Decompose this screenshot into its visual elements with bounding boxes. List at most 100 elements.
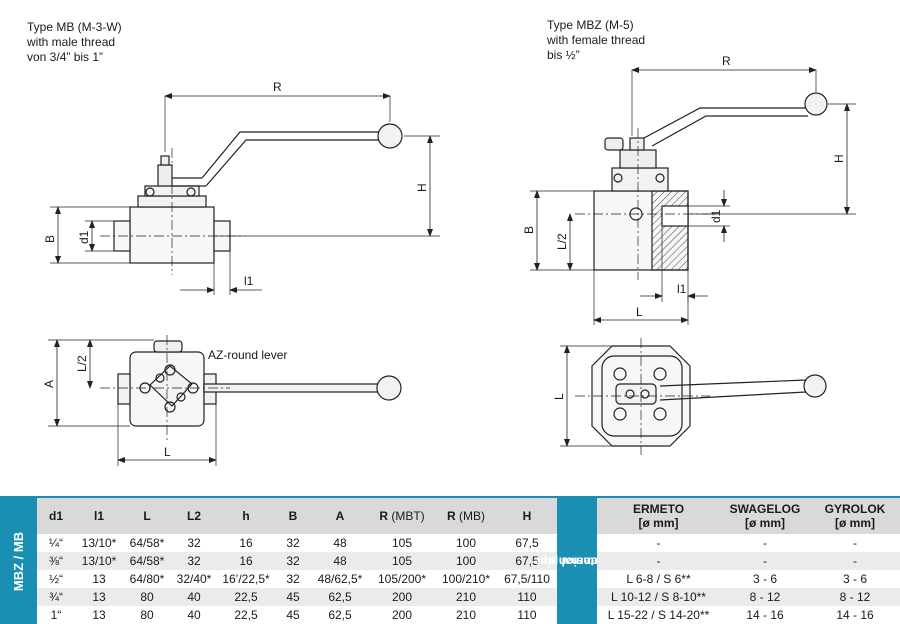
cell-l: 80 (123, 588, 171, 606)
cell-r-mb: 100 (435, 552, 497, 570)
cell-swagelog: 3 - 6 (720, 570, 810, 588)
cell-h: 67,5 (497, 552, 557, 570)
header-swagelog-name: SWAGELOG (729, 502, 801, 516)
cell-swagelog: 8 - 12 (720, 588, 810, 606)
cell-l1: 13/10* (75, 552, 123, 570)
cell-r-mb: 100/210* (435, 570, 497, 588)
cell-r-mbt: 105 (369, 552, 435, 570)
technical-drawing: R H B d1 l1 A L/2 L AZ-round lever R H d… (42, 54, 856, 466)
cell-l2: 32/40* (171, 570, 217, 588)
pipe-table-row: - - - (597, 552, 900, 570)
mbz-dim-d1-label: d1 (709, 209, 723, 223)
cell-gyrolok: - (810, 534, 900, 552)
header-gyrolok-unit: [ø mm] (835, 516, 875, 530)
cell-l2: 40 (171, 588, 217, 606)
mbz-top-view (560, 338, 827, 455)
cell-l1: 13 (75, 606, 123, 624)
header-l: L (123, 498, 171, 534)
cell-l: 64/80* (123, 570, 171, 588)
cell-h-small: 16’/22,5* (217, 570, 275, 588)
cell-swagelog: 14 - 16 (720, 606, 810, 624)
mb-dim-l2-label: L/2 (75, 355, 89, 372)
cell-a: 48 (311, 552, 369, 570)
header-swagelog: SWAGELOG [ø mm] (720, 498, 810, 534)
cell-b: 32 (275, 570, 311, 588)
mb-type-title: Type MB (M-3-W) (27, 20, 122, 34)
pipe-dimension-table: ERMETO [ø mm] SWAGELOG [ø mm] GYROLOK [ø… (597, 498, 900, 624)
cell-a: 62,5 (311, 606, 369, 624)
cell-ermeto: L 15-22 / S 14-20** (597, 606, 720, 624)
cell-h-small: 22,5 (217, 606, 275, 624)
header-r-mb: R (MB) (435, 498, 497, 534)
cell-a: 62,5 (311, 588, 369, 606)
cell-h-small: 16 (217, 534, 275, 552)
side-label: MBZ / MB (0, 498, 37, 624)
header-ermeto-name: ERMETO (632, 502, 685, 516)
header-h: H (497, 498, 557, 534)
cell-gyrolok: 14 - 16 (810, 606, 900, 624)
header-l2: L2 (171, 498, 217, 534)
cell-swagelog: - (720, 552, 810, 570)
mb-type-caption: Type MB (M-3-W) with male thread von 3/4… (27, 20, 122, 65)
cell-r-mbt: 105 (369, 534, 435, 552)
header-ermeto: ERMETO [ø mm] (597, 498, 720, 534)
header-b: B (275, 498, 311, 534)
pipe-table-row: L 6-8 / S 6** 3 - 6 3 - 6 (597, 570, 900, 588)
cell-ermeto: - (597, 534, 720, 552)
cell-d1: 1“ (37, 606, 75, 624)
cell-l1: 13/10* (75, 534, 123, 552)
header-gyrolok: GYROLOK [ø mm] (810, 498, 900, 534)
table-row: 1“ 13 80 40 22,5 45 62,5 200 210 110 (37, 606, 557, 624)
cell-h: 67,5 (497, 534, 557, 552)
mbz-dim-l2-label: L/2 (555, 233, 569, 250)
header-a: A (311, 498, 369, 534)
cell-r-mbt: 200 (369, 606, 435, 624)
cell-h-small: 16 (217, 552, 275, 570)
cell-r-mbt: 200 (369, 588, 435, 606)
cell-h: 67,5/110 (497, 570, 557, 588)
header-r-mb-sub: (MB) (459, 509, 485, 523)
cell-l1: 13 (75, 570, 123, 588)
cell-ermeto: - (597, 552, 720, 570)
cell-gyrolok: 3 - 6 (810, 570, 900, 588)
cell-l: 80 (123, 606, 171, 624)
dimension-table-header: d1 l1 L L2 h B A R (MBT) R (MB) H (37, 498, 557, 534)
mbz-side-view (530, 67, 856, 325)
mb-type-line3: von 3/4” bis 1” (27, 50, 104, 64)
mb-type-line2: with male thread (27, 35, 116, 49)
header-r-mbt-sub: (MBT) (391, 509, 425, 523)
cell-d1: ⅜“ (37, 552, 75, 570)
header-swagelog-unit: [ø mm] (745, 516, 785, 530)
cell-ermeto: L 6-8 / S 6** (597, 570, 720, 588)
mb-side-view (50, 93, 440, 295)
mb-dim-a-label: A (42, 380, 56, 388)
mb-dim-r-label: R (273, 80, 282, 94)
table-row: ⅜“ 13/10* 64/58* 32 16 32 48 105 100 67,… (37, 552, 557, 570)
cell-l2: 32 (171, 534, 217, 552)
cell-d1: ¾“ (37, 588, 75, 606)
cell-gyrolok: 8 - 12 (810, 588, 900, 606)
mb-dim-h-label: H (415, 183, 429, 192)
mbz-type-title: Type MBZ (M-5) (547, 18, 634, 32)
mbz-type-line3: bis ½” (547, 48, 580, 62)
table-row: ¼“ 13/10* 64/58* 32 16 32 48 105 100 67,… (37, 534, 557, 552)
mb-dim-b-label: B (43, 235, 57, 243)
header-h-small: h (217, 498, 275, 534)
cell-b: 45 (275, 588, 311, 606)
mbz-dim-b-label: B (522, 226, 536, 234)
cell-l2: 40 (171, 606, 217, 624)
cell-b: 45 (275, 606, 311, 624)
cell-l: 64/58* (123, 534, 171, 552)
cell-h-small: 22,5 (217, 588, 275, 606)
mbz-dim-r-label: R (722, 54, 731, 68)
cell-a: 48/62,5* (311, 570, 369, 588)
cell-r-mb: 210 (435, 606, 497, 624)
pipe-dimension-label: external pipe dimension ø (533, 498, 619, 624)
cell-h: 110 (497, 588, 557, 606)
mb-dim-l1-label: l1 (244, 274, 254, 288)
cell-b: 32 (275, 534, 311, 552)
header-d1: d1 (37, 498, 75, 534)
cell-l1: 13 (75, 588, 123, 606)
mb-top-view (48, 335, 402, 466)
mbz-type-line2: with female thread (547, 33, 646, 47)
